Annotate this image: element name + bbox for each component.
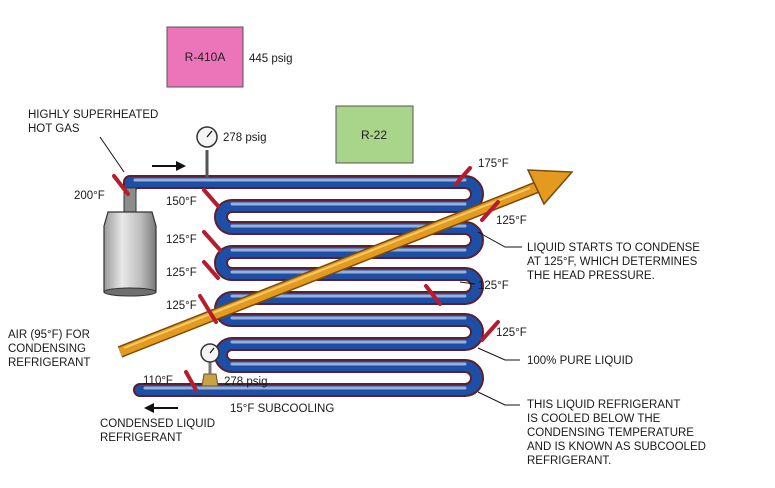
temp-175: 175°F (478, 158, 509, 170)
condense-note-line2: AT 125°F, WHICH DETERMINES (527, 256, 698, 268)
air-label-line2: CONDENSING (8, 343, 86, 355)
probe-left125b-icon (202, 260, 220, 280)
subcooled-note-line3: CONDENSING TEMPERATURE (527, 427, 694, 439)
probe-175-icon (454, 166, 472, 186)
inlet-flow-arrow (152, 161, 186, 171)
temp-left-125-b: 125°F (166, 267, 197, 279)
subcooled-note-line5: REFRIGERANT. (527, 455, 611, 467)
condense-note-line3: THE HEAD PRESSURE. (527, 270, 655, 282)
temp-left-125-a: 125°F (166, 234, 197, 246)
temp-150: 150°F (166, 196, 197, 208)
bottom-gauge-icon (200, 343, 220, 387)
temp-left-125-c: 125°F (166, 300, 197, 312)
r410a-box-bg (166, 26, 244, 88)
condense-note-line1: LIQUID STARTS TO CONDENSE (527, 242, 700, 254)
r410a-label: R-410A (185, 50, 226, 64)
r410a-box: R-410A (166, 26, 244, 88)
probe-150-icon (202, 188, 220, 208)
pure-liquid-label: 100% PURE LIQUID (527, 355, 633, 367)
r410a-pressure: 445 psig (249, 53, 292, 65)
temp-inlet: 200°F (74, 190, 105, 202)
probe-right125b-icon (424, 284, 442, 306)
subcooled-note-line4: AND IS KNOWN AS SUBCOOLED (527, 441, 706, 453)
probe-inlet-icon (112, 174, 130, 196)
probe-left125a-icon (202, 230, 222, 252)
r22-box: R-22 (335, 105, 414, 164)
probe-right125c-icon (480, 320, 500, 342)
r22-label: R-22 (361, 128, 387, 142)
bottom-gauge-reading: 278 psig (224, 376, 267, 388)
top-gauge-reading: 278 psig (223, 132, 266, 144)
compressor-icon (103, 187, 157, 297)
condensed-label-line1: CONDENSED LIQUID (100, 418, 215, 430)
hot-gas-label-line2: HOT GAS (28, 123, 80, 135)
probe-right125a-icon (480, 200, 500, 222)
temp-outlet: 110°F (143, 375, 173, 387)
subcooled-note-line2: IS COOLED BELOW THE (527, 413, 661, 425)
outlet-flow-arrow (144, 403, 178, 413)
probe-left125c-icon (198, 294, 218, 324)
condenser-coil (123, 175, 484, 397)
temp-right-125-c: 125°F (496, 327, 527, 339)
air-flow-arrow (117, 169, 574, 358)
temp-right-125-b: 125°F (478, 280, 509, 292)
subcooled-note-line1: THIS LIQUID REFRIGERANT (527, 399, 680, 411)
air-label-line1: AIR (95°F) FOR (8, 329, 90, 341)
probe-outlet-icon (184, 370, 198, 392)
top-gauge-icon (196, 126, 218, 178)
leader-lines (99, 136, 522, 406)
temp-right-125-a: 125°F (496, 215, 527, 227)
thermometer-probes (112, 166, 500, 392)
hot-gas-label-line1: HIGHLY SUPERHEATED (28, 109, 158, 121)
air-label-line3: REFRIGERANT (8, 357, 90, 369)
condensed-label-line2: REFRIGERANT (100, 432, 182, 444)
subcooling-label: 15°F SUBCOOLING (230, 403, 334, 415)
